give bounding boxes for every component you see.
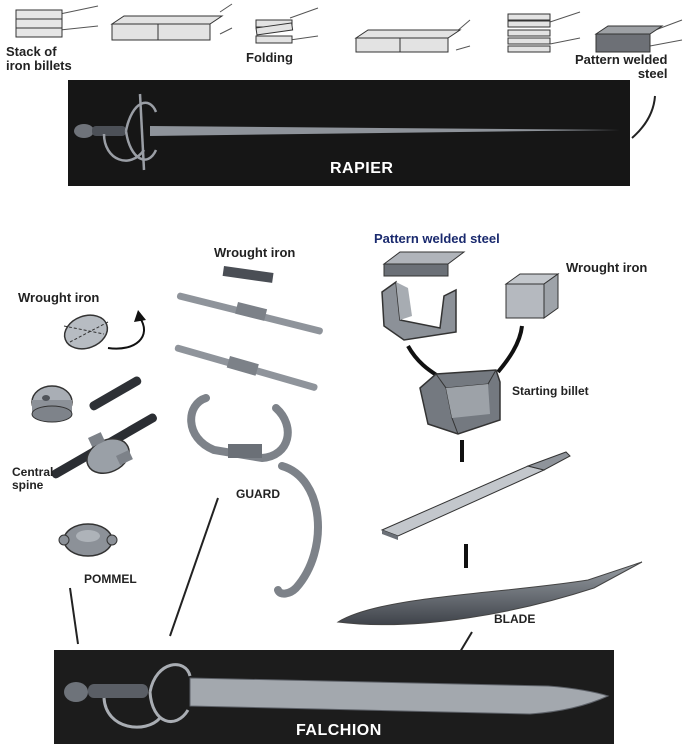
guard-bar-step2 xyxy=(174,344,318,391)
blade-pattern-welded-label: Pattern welded steel xyxy=(374,231,500,246)
blade-wrought-iron-label: Wrought iron xyxy=(566,260,648,275)
pattern-welded-block-illustration xyxy=(594,19,683,53)
wrought-iron-lump-illustration xyxy=(63,314,109,350)
refolding-illustration xyxy=(507,11,581,53)
rotation-arrow xyxy=(107,317,146,350)
blade-blank-illustration xyxy=(336,561,643,626)
central-spine-assembly xyxy=(51,413,157,479)
stack-of-billets-label: Stack of iron billets xyxy=(6,45,72,72)
pommel-pointer-line xyxy=(69,587,79,645)
guard-label: GUARD xyxy=(236,487,280,501)
guard-quillon-illustration xyxy=(274,462,322,598)
rapier-pointer-line xyxy=(631,95,656,139)
pattern-label-line2: steel xyxy=(637,65,668,81)
guard-bar-step1 xyxy=(176,292,323,335)
folded-u-billet-illustration xyxy=(381,280,457,341)
starting-billet-illustration xyxy=(419,369,501,435)
rapier-title: RAPIER xyxy=(330,160,394,177)
blade-label: BLADE xyxy=(494,612,536,626)
blade-pointer-line xyxy=(459,631,473,653)
falchion-sword xyxy=(64,663,610,729)
forged-bar-illustration xyxy=(380,451,571,540)
guard-bent-illustration xyxy=(187,394,292,463)
starting-billet-label: Starting billet xyxy=(512,384,589,398)
pattern-label-line1: Pattern welded xyxy=(575,52,668,67)
folded-billet-illustration xyxy=(354,19,471,53)
stack-of-billets-illustration xyxy=(15,5,99,38)
stack-label-line2: iron billets xyxy=(6,57,72,73)
folding-illustration xyxy=(255,7,319,44)
pattern-welded-plate-illustration xyxy=(382,251,466,277)
left-merge-line xyxy=(406,344,440,378)
finished-pommel-illustration xyxy=(58,523,118,557)
central-spine-label: Central spine xyxy=(12,466,53,491)
rotation-arrowhead xyxy=(134,310,146,322)
right-merge-line xyxy=(496,325,524,374)
guard-wrought-iron-label: Wrought iron xyxy=(214,245,296,260)
guard-pointer-line xyxy=(169,497,219,637)
pommel-label: POMMEL xyxy=(84,572,137,586)
pommel-blank-illustration xyxy=(31,385,73,423)
wrought-iron-block-illustration xyxy=(504,273,560,319)
folding-label: Folding xyxy=(246,50,293,65)
stack-label-line1: Stack of xyxy=(6,44,57,59)
wrought-iron-bar-illustration xyxy=(222,266,274,283)
central-spine-line2: spine xyxy=(12,477,44,492)
welded-billet-illustration xyxy=(110,3,233,41)
central-spine-line1: Central xyxy=(12,465,54,479)
pattern-welded-steel-label: Pattern welded steel xyxy=(575,53,667,80)
falchion-title: FALCHION xyxy=(296,722,382,739)
rapier-sword xyxy=(74,93,620,171)
hilt-wrought-iron-label: Wrought iron xyxy=(18,290,100,305)
iron-rod-illustration xyxy=(89,376,142,411)
